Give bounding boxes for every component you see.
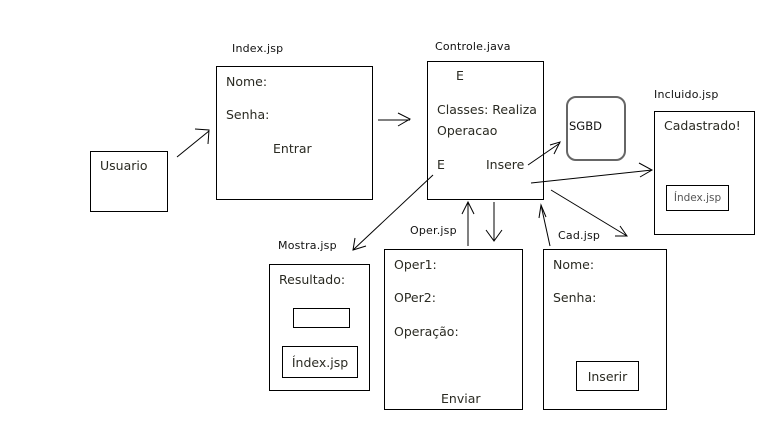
- incluido-index-link[interactable]: Índex.jsp: [666, 185, 729, 211]
- mostra-index-link[interactable]: Índex.jsp: [282, 346, 358, 378]
- controle-caption: Controle.java: [435, 40, 511, 53]
- arrow-oper-to-controle: [461, 200, 475, 246]
- incluido-caption: Incluido.jsp: [654, 88, 719, 101]
- controle-operacao-label: Operacao: [437, 123, 498, 138]
- mostra-result-field[interactable]: [293, 308, 350, 328]
- arrow-controle-to-incluido: [530, 162, 654, 184]
- index-entrar-button[interactable]: Entrar: [273, 141, 312, 156]
- arrow-controle-to-oper: [485, 202, 503, 242]
- sgbd-label: SGBD: [569, 119, 602, 133]
- arrow-index-to-controle: [378, 112, 412, 127]
- mostra-caption: Mostra.jsp: [278, 239, 337, 252]
- controle-classes-label: Classes: Realiza: [437, 102, 537, 117]
- usuario-box: [90, 151, 168, 212]
- oper-box: [384, 249, 523, 410]
- index-caption: Index.jsp: [232, 42, 284, 55]
- incluido-message: Cadastrado!: [664, 118, 741, 133]
- sgbd-box: [566, 96, 626, 161]
- oper-field-oper2: OPer2:: [394, 290, 436, 305]
- oper-field-operacao: Operação:: [394, 324, 459, 339]
- cad-field-senha: Senha:: [553, 290, 597, 305]
- oper-field-oper1: Oper1:: [394, 257, 437, 272]
- oper-caption: Oper.jsp: [410, 224, 457, 237]
- controle-box: [427, 61, 544, 200]
- controle-insere-label: Insere: [486, 157, 525, 172]
- usuario-label: Usuario: [100, 158, 148, 173]
- cad-field-nome: Nome:: [553, 257, 595, 272]
- index-field-nome: Nome:: [226, 74, 268, 89]
- incluido-box: [654, 111, 755, 235]
- cad-inserir-button[interactable]: Inserir: [576, 361, 639, 391]
- index-field-senha: Senha:: [226, 107, 270, 122]
- cad-caption: Cad.jsp: [558, 229, 601, 242]
- index-box: [216, 66, 373, 200]
- arrow-usuario-to-index: [176, 128, 210, 158]
- controle-bottom-e-label: E: [437, 157, 445, 172]
- controle-top-e-label: E: [456, 68, 464, 83]
- arrow-cad-to-controle: [538, 203, 551, 247]
- mostra-resultado-label: Resultado:: [279, 272, 346, 287]
- oper-enviar-button[interactable]: Enviar: [441, 391, 481, 406]
